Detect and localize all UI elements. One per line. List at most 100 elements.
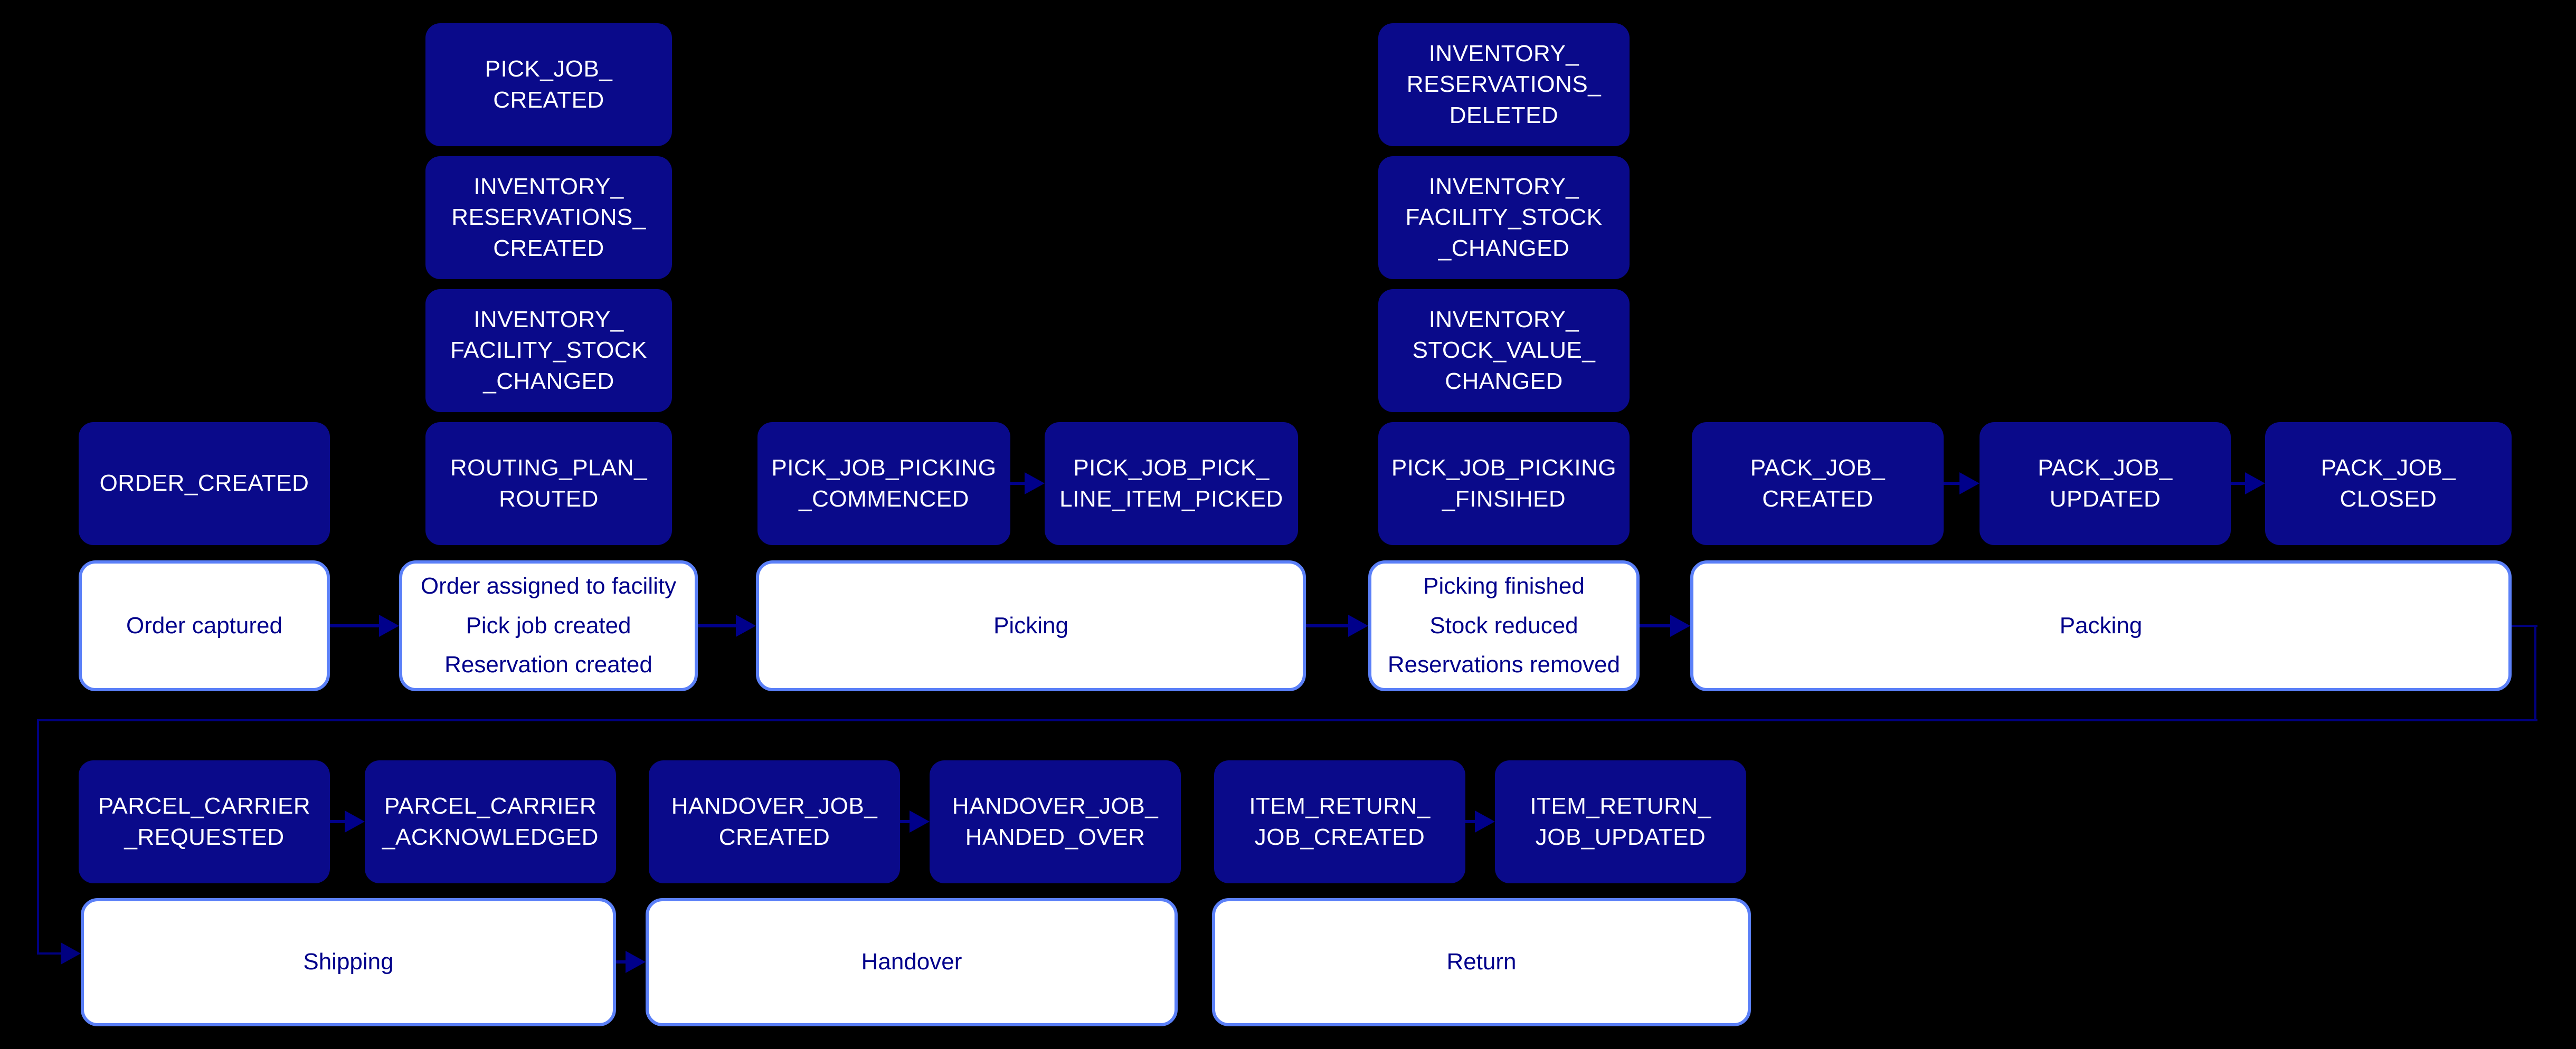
arrowhead-icon — [379, 615, 399, 637]
event-node-label-line: CLOSED — [2340, 485, 2437, 512]
event-node-label-line: _COMMENCED — [799, 485, 969, 512]
event-node-label-line: PACK_JOB_ — [2038, 455, 2173, 481]
stage-node-handover: Handover — [646, 898, 1178, 1026]
connector-packing-to-shipping-segment — [38, 719, 2537, 721]
stage-node-label-line: Picking finished — [1423, 573, 1585, 599]
event-node-parcel-carrier-acknowledged: PARCEL_CARRIER _ACKNOWLEDGED — [365, 760, 616, 883]
event-node-label-line: PICK_JOB_PICKING — [1391, 455, 1617, 481]
stage-node-shipping: Shipping — [81, 898, 616, 1026]
stage-node-label-line: Order captured — [126, 612, 282, 638]
arrowhead-icon — [2245, 472, 2265, 494]
arrowhead-icon — [1959, 472, 1980, 494]
event-node-label-line: JOB_CREATED — [1254, 824, 1425, 850]
stage-node-label-line: Pick job created — [466, 612, 631, 638]
event-node-inventory-reservations-deleted: INVENTORY_RESERVATIONS_DELETED — [1378, 23, 1630, 146]
event-node-item-return-job-created: ITEM_RETURN_ JOB_CREATED — [1214, 760, 1465, 883]
event-node-label-line: FACILITY_STOCK — [1405, 204, 1603, 231]
event-node-label-line: ITEM_RETURN_ — [1530, 793, 1711, 819]
stage-node-label-line: Reservations removed — [1387, 652, 1621, 678]
arrowhead-icon — [626, 951, 646, 973]
event-node-label-line: CREATED — [718, 824, 830, 850]
event-node-pick-job-created: PICK_JOB_ CREATED — [425, 23, 672, 146]
event-node-label-line: INVENTORY_ — [473, 174, 624, 200]
connector-packing-to-shipping-segment — [2512, 625, 2537, 627]
event-node-pick-job-picking-commenced: PICK_JOB_PICKING _COMMENCED — [757, 422, 1010, 545]
event-node-label-line: INVENTORY_ — [473, 307, 624, 333]
event-node-pack-job-created: PACK_JOB_ CREATED — [1692, 422, 1944, 545]
event-node-handover-job-handed-over: HANDOVER_JOB_ HANDED_OVER — [930, 760, 1181, 883]
stage-node-packing: Packing — [1690, 560, 2512, 691]
event-node-label-line: PARCEL_CARRIER — [384, 793, 597, 819]
arrowhead-icon — [1025, 472, 1045, 494]
event-node-order-created: ORDER_CREATED — [79, 422, 330, 545]
event-node-pack-job-updated: PACK_JOB_ UPDATED — [1980, 422, 2231, 545]
event-node-label-line: HANDOVER_JOB_ — [671, 793, 878, 819]
event-node-item-return-job-updated: ITEM_RETURN_ JOB_UPDATED — [1495, 760, 1746, 883]
event-node-inventory-facility-stock-changed-left: INVENTORY_ FACILITY_STOCK _CHANGED — [425, 289, 672, 412]
arrow-pack-job-created-to-pack-job-updated — [1944, 482, 1964, 485]
arrow-shipping-to-handover — [616, 960, 630, 964]
arrow-pick-job-picking-commenced-to-pick-job-pick-line-item-picked — [1010, 482, 1029, 485]
event-node-label-line: HANDED_OVER — [965, 824, 1145, 850]
event-node-pick-job-picking-finsihed: PICK_JOB_PICKING _FINSIHED — [1378, 422, 1630, 545]
arrowhead-icon — [1348, 615, 1368, 637]
arrowhead-icon — [1670, 615, 1690, 637]
stage-node-label-line: Picking — [993, 612, 1068, 638]
stage-node-label-line: Return — [1446, 949, 1517, 975]
event-node-label-line: ITEM_RETURN_ — [1249, 793, 1431, 819]
arrow-handover-job-created-to-handover-job-handed-over — [900, 820, 914, 823]
event-node-label-line: JOB_UPDATED — [1535, 824, 1706, 850]
connector-packing-to-shipping-segment — [38, 952, 64, 955]
event-node-label-line: INVENTORY_ — [1428, 174, 1579, 200]
stage-node-label-line: Reservation created — [444, 652, 652, 678]
event-node-label-line: _FINSIHED — [1442, 485, 1566, 512]
event-node-label-line: _CHANGED — [483, 368, 614, 394]
event-node-pack-job-closed: PACK_JOB_ CLOSED — [2265, 422, 2512, 545]
event-node-handover-job-created: HANDOVER_JOB_ CREATED — [649, 760, 900, 883]
event-node-label-line: HANDOVER_JOB_ — [952, 793, 1159, 819]
arrow-parcel-carrier-requested-to-parcel-carrier-acknowledged — [330, 820, 349, 823]
event-node-label-line: FACILITY_STOCK — [450, 337, 647, 364]
event-node-pick-job-pick-line-item-picked: PICK_JOB_PICK_ LINE_ITEM_PICKED — [1045, 422, 1298, 545]
event-node-label-line: PACK_JOB_ — [2321, 455, 2456, 481]
event-node-label-line: CREATED — [1762, 485, 1873, 512]
arrow-order-assigned-to-picking — [698, 624, 740, 627]
event-node-label-line: INVENTORY_ — [1428, 41, 1579, 67]
arrowhead-icon — [910, 810, 930, 833]
stage-node-picking: Picking — [756, 560, 1306, 691]
event-node-label-line: ROUTED — [499, 485, 599, 512]
event-node-label-line: CHANGED — [1445, 368, 1563, 394]
arrow-picking-to-picking-finished — [1306, 624, 1352, 627]
stage-node-label-line: Handover — [861, 949, 962, 975]
arrowhead-icon — [736, 615, 756, 637]
stage-node-label-line: Shipping — [303, 949, 394, 975]
event-node-label-line: CREATED — [493, 235, 604, 261]
stage-node-return: Return — [1212, 898, 1751, 1026]
event-node-label-line: PICK_JOB_ — [485, 56, 613, 82]
event-node-label-line: CREATED — [493, 87, 604, 113]
event-node-routing-plan-routed: ROUTING_PLAN_ ROUTED — [425, 422, 672, 545]
event-node-label-line: PICK_JOB_PICKING — [771, 455, 997, 481]
event-node-label-line: LINE_ITEM_PICKED — [1059, 485, 1283, 512]
arrow-order-captured-to-order-assigned — [330, 624, 383, 627]
connector-packing-to-shipping-segment — [2534, 625, 2536, 721]
event-node-label-line: _REQUESTED — [124, 824, 285, 850]
arrow-pack-job-updated-to-pack-job-closed — [2231, 482, 2249, 485]
event-node-label-line: PACK_JOB_ — [1750, 455, 1886, 481]
stage-node-label-line: Packing — [2059, 612, 2143, 638]
arrow-picking-finished-to-packing — [1640, 624, 1674, 627]
event-node-label-line: DELETED — [1449, 102, 1559, 128]
event-node-label-line: UPDATED — [2049, 485, 2161, 512]
event-node-parcel-carrier-requested: PARCEL_CARRIER_REQUESTED — [79, 760, 330, 883]
event-node-label-line: INVENTORY_ — [1428, 307, 1579, 333]
event-node-label-line: _CHANGED — [1438, 235, 1570, 261]
stage-node-label-line: Order assigned to facility — [420, 573, 677, 599]
stage-node-label-line: Stock reduced — [1429, 612, 1578, 638]
event-node-label-line: RESERVATIONS_ — [451, 204, 646, 231]
event-node-label-line: ROUTING_PLAN_ — [450, 455, 648, 481]
event-node-inventory-facility-stock-changed-right: INVENTORY_ FACILITY_STOCK _CHANGED — [1378, 156, 1630, 279]
event-node-label-line: _ACKNOWLEDGED — [382, 824, 599, 850]
event-node-label-line: PICK_JOB_PICK_ — [1073, 455, 1270, 481]
